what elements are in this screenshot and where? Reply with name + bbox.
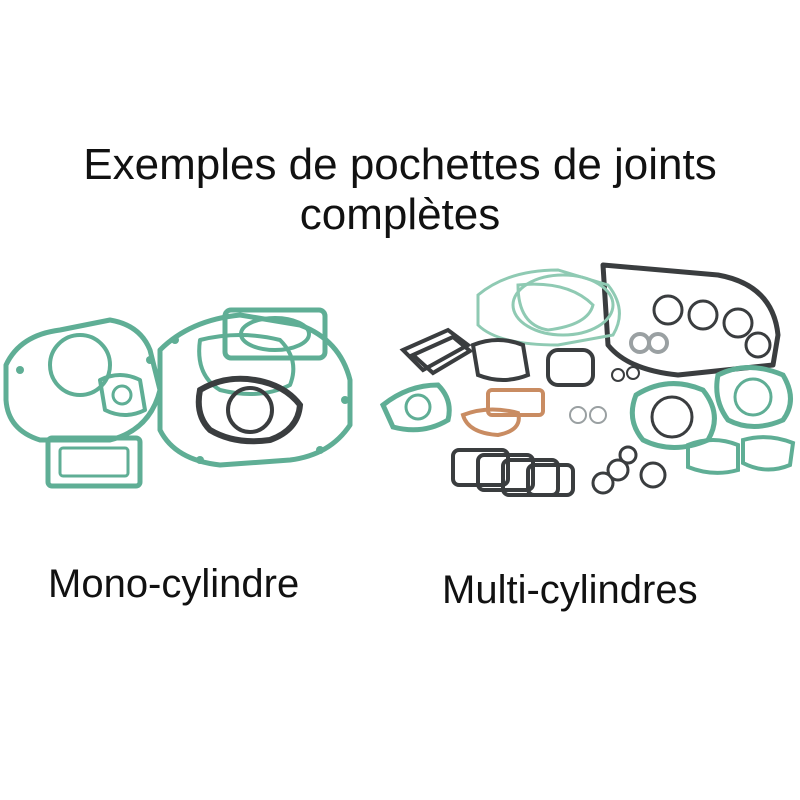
page-title: Exemples de pochettes de joints complète… (0, 140, 800, 240)
caption-multi-cylinder: Multi-cylindres (442, 568, 698, 612)
o-rings (546, 348, 667, 495)
crankcase-gasket-center (157, 312, 353, 468)
valve-cover-gaskets (399, 327, 531, 382)
cylinder-base-gaskets (451, 448, 575, 497)
intake-gasket (45, 435, 143, 489)
cylinder-head-gasket (195, 375, 304, 445)
round-cover-gasket-2 (714, 365, 793, 429)
caption-mono-cylinder: Mono-cylindre (48, 562, 300, 606)
exhaust-gasket (379, 382, 452, 433)
multi-cylinder-gasket-photo (379, 262, 796, 497)
title-line-1: Exemples de pochettes de joints (83, 140, 717, 189)
title-line-2: complètes (299, 190, 501, 239)
mono-cylinder-gasket-photo (3, 307, 353, 489)
cylinder-base-gasket (222, 307, 328, 361)
head-gasket-multi (600, 262, 781, 378)
